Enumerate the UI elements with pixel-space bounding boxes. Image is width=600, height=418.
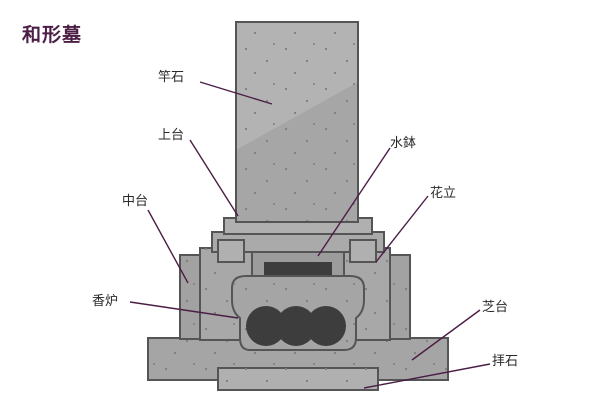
- label-suibachi: 水鉢: [390, 136, 417, 151]
- leader-haiseki: [363, 363, 491, 389]
- leader-suibachi: [317, 147, 391, 257]
- diagram-title: 和形墓: [22, 24, 83, 46]
- label-saoishi: 竿石: [158, 70, 185, 85]
- label-hanatate: 花立: [430, 186, 457, 201]
- label-jodai: 上台: [158, 128, 185, 143]
- leader-chudai: [147, 209, 189, 284]
- label-koro: 香炉: [92, 294, 119, 309]
- label-shibadai: 芝台: [482, 300, 509, 315]
- leader-saoishi: [199, 81, 273, 105]
- leader-lines: [129, 81, 491, 389]
- leader-koro: [129, 301, 239, 319]
- haiseki-step: [217, 367, 379, 391]
- saoishi-stone: [235, 21, 359, 223]
- hanatate-vases: [217, 239, 377, 263]
- leader-hanatate: [375, 195, 429, 263]
- koro-burner: [231, 275, 365, 351]
- leader-jodai: [189, 139, 239, 217]
- leader-shibadai: [411, 309, 481, 361]
- label-haiseki: 拝石: [492, 354, 519, 369]
- label-chudai: 中台: [122, 194, 149, 209]
